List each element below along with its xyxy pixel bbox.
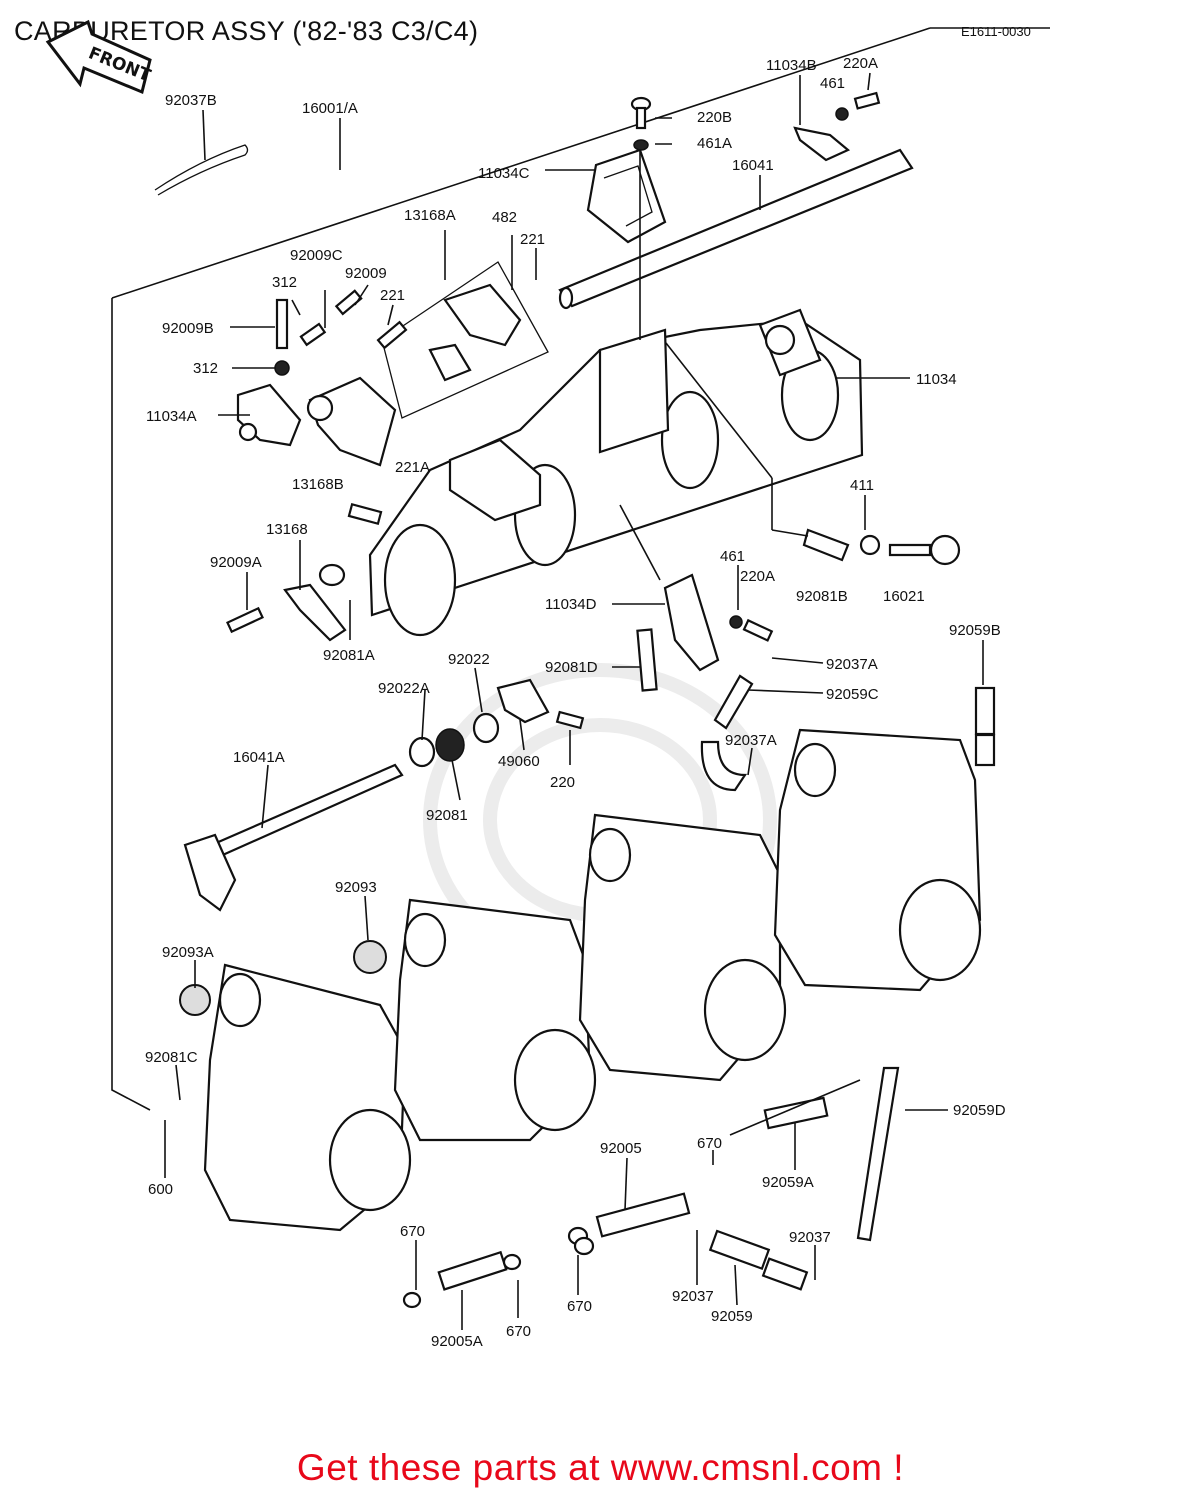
label-92059: 92059 <box>711 1308 753 1325</box>
label-670-b: 670 <box>400 1223 425 1240</box>
carburetor-3 <box>578 813 787 1082</box>
label-92037b: 92037B <box>165 92 217 109</box>
label-92022: 92022 <box>448 651 490 668</box>
bracket-11034d <box>636 573 774 692</box>
label-92059b: 92059B <box>949 622 1001 639</box>
label-92081b: 92081B <box>796 588 848 605</box>
lever-13168 <box>226 502 383 642</box>
throttle-shaft <box>558 126 914 310</box>
label-13168: 13168 <box>266 521 308 538</box>
label-92081d: 92081D <box>545 659 598 676</box>
spring-92081b <box>802 528 961 566</box>
part-labels: 92037B 16001/A 11034B 220A 461 220B 461A… <box>145 55 1006 1350</box>
label-220b: 220B <box>697 109 732 126</box>
label-16001a: 16001/A <box>302 100 358 117</box>
carburetor-holder-plate <box>368 308 864 637</box>
label-92093a: 92093A <box>162 944 214 961</box>
screw-92009c <box>299 289 408 350</box>
label-16041: 16041 <box>732 157 774 174</box>
label-92093: 92093 <box>335 879 377 896</box>
label-11034a: 11034A <box>146 408 197 425</box>
carburetor-2 <box>353 898 597 1142</box>
label-13168a: 13168A <box>404 207 456 224</box>
label-312-mid: 312 <box>193 360 218 377</box>
label-92059c: 92059C <box>826 686 879 703</box>
carburetor-4 <box>773 728 982 992</box>
label-92009: 92009 <box>345 265 387 282</box>
hose-92059c <box>700 674 754 792</box>
label-461a: 461A <box>697 135 732 152</box>
bracket-11034c <box>586 148 667 244</box>
label-220a-top: 220A <box>843 55 878 72</box>
label-312-top: 312 <box>272 274 297 291</box>
label-92037-a: 92037 <box>672 1288 714 1305</box>
label-670-a: 670 <box>697 1135 722 1152</box>
label-92005: 92005 <box>600 1140 642 1157</box>
label-92081: 92081 <box>426 807 468 824</box>
choke-shaft-16041a <box>183 763 404 912</box>
label-670-c: 670 <box>567 1298 592 1315</box>
tube-92059a <box>763 1096 829 1130</box>
label-92009c: 92009C <box>290 247 343 264</box>
label-11034: 11034 <box>916 371 957 388</box>
label-600: 600 <box>148 1181 173 1198</box>
label-16021: 16021 <box>883 588 925 605</box>
screw-220a-top <box>835 91 881 121</box>
label-13168b: 13168B <box>292 476 344 493</box>
label-221-mid: 221 <box>380 287 405 304</box>
lever-13168b <box>306 376 397 467</box>
label-461-top: 461 <box>820 75 845 92</box>
label-220: 220 <box>550 774 575 791</box>
tube-92059 <box>708 1229 809 1291</box>
label-11034c: 11034C <box>478 165 530 182</box>
leader-lines <box>154 72 984 1330</box>
label-221a: 221A <box>395 459 430 476</box>
label-670-d: 670 <box>506 1323 531 1340</box>
label-92009a: 92009A <box>210 554 262 571</box>
label-482: 482 <box>492 209 517 226</box>
label-11034d: 11034D <box>545 596 597 613</box>
label-92059a: 92059A <box>762 1174 814 1191</box>
label-461-mid: 461 <box>720 548 745 565</box>
label-92081a: 92081A <box>323 647 375 664</box>
label-11034b: 11034B <box>766 57 817 74</box>
assembly-outline <box>111 298 151 1111</box>
label-92037a-b: 92037A <box>725 732 777 749</box>
screw-220b <box>630 96 652 151</box>
front-arrow-icon: FRONT <box>45 19 154 95</box>
label-220a-mid: 220A <box>740 568 775 585</box>
label-92081c: 92081C <box>145 1049 198 1066</box>
hose-92059b <box>974 686 996 767</box>
lever-11034a <box>236 383 302 447</box>
label-92022a: 92022A <box>378 680 430 697</box>
label-92059d: 92059D <box>953 1102 1006 1119</box>
carburetor-1 <box>179 963 412 1232</box>
lever-box-13168a <box>381 261 549 419</box>
label-92037-b: 92037 <box>789 1229 831 1246</box>
label-221-top: 221 <box>520 231 545 248</box>
hose-92059d <box>856 1066 900 1242</box>
label-411: 411 <box>850 477 874 494</box>
label-92009b: 92009B <box>162 320 214 337</box>
label-49060: 49060 <box>498 753 540 770</box>
label-92005a: 92005A <box>431 1333 483 1350</box>
fuel-pipe-92005 <box>567 1192 691 1256</box>
label-16041a: 16041A <box>233 749 285 766</box>
label-92037a-a: 92037A <box>826 656 878 673</box>
fuel-pipe-92005a <box>402 1250 522 1309</box>
buy-parts-link[interactable]: Get these parts at www.cmsnl.com ! <box>296 1447 905 1488</box>
bracket-49060 <box>496 678 585 730</box>
screw-92009b <box>274 298 290 376</box>
seal-92022a <box>408 712 500 768</box>
